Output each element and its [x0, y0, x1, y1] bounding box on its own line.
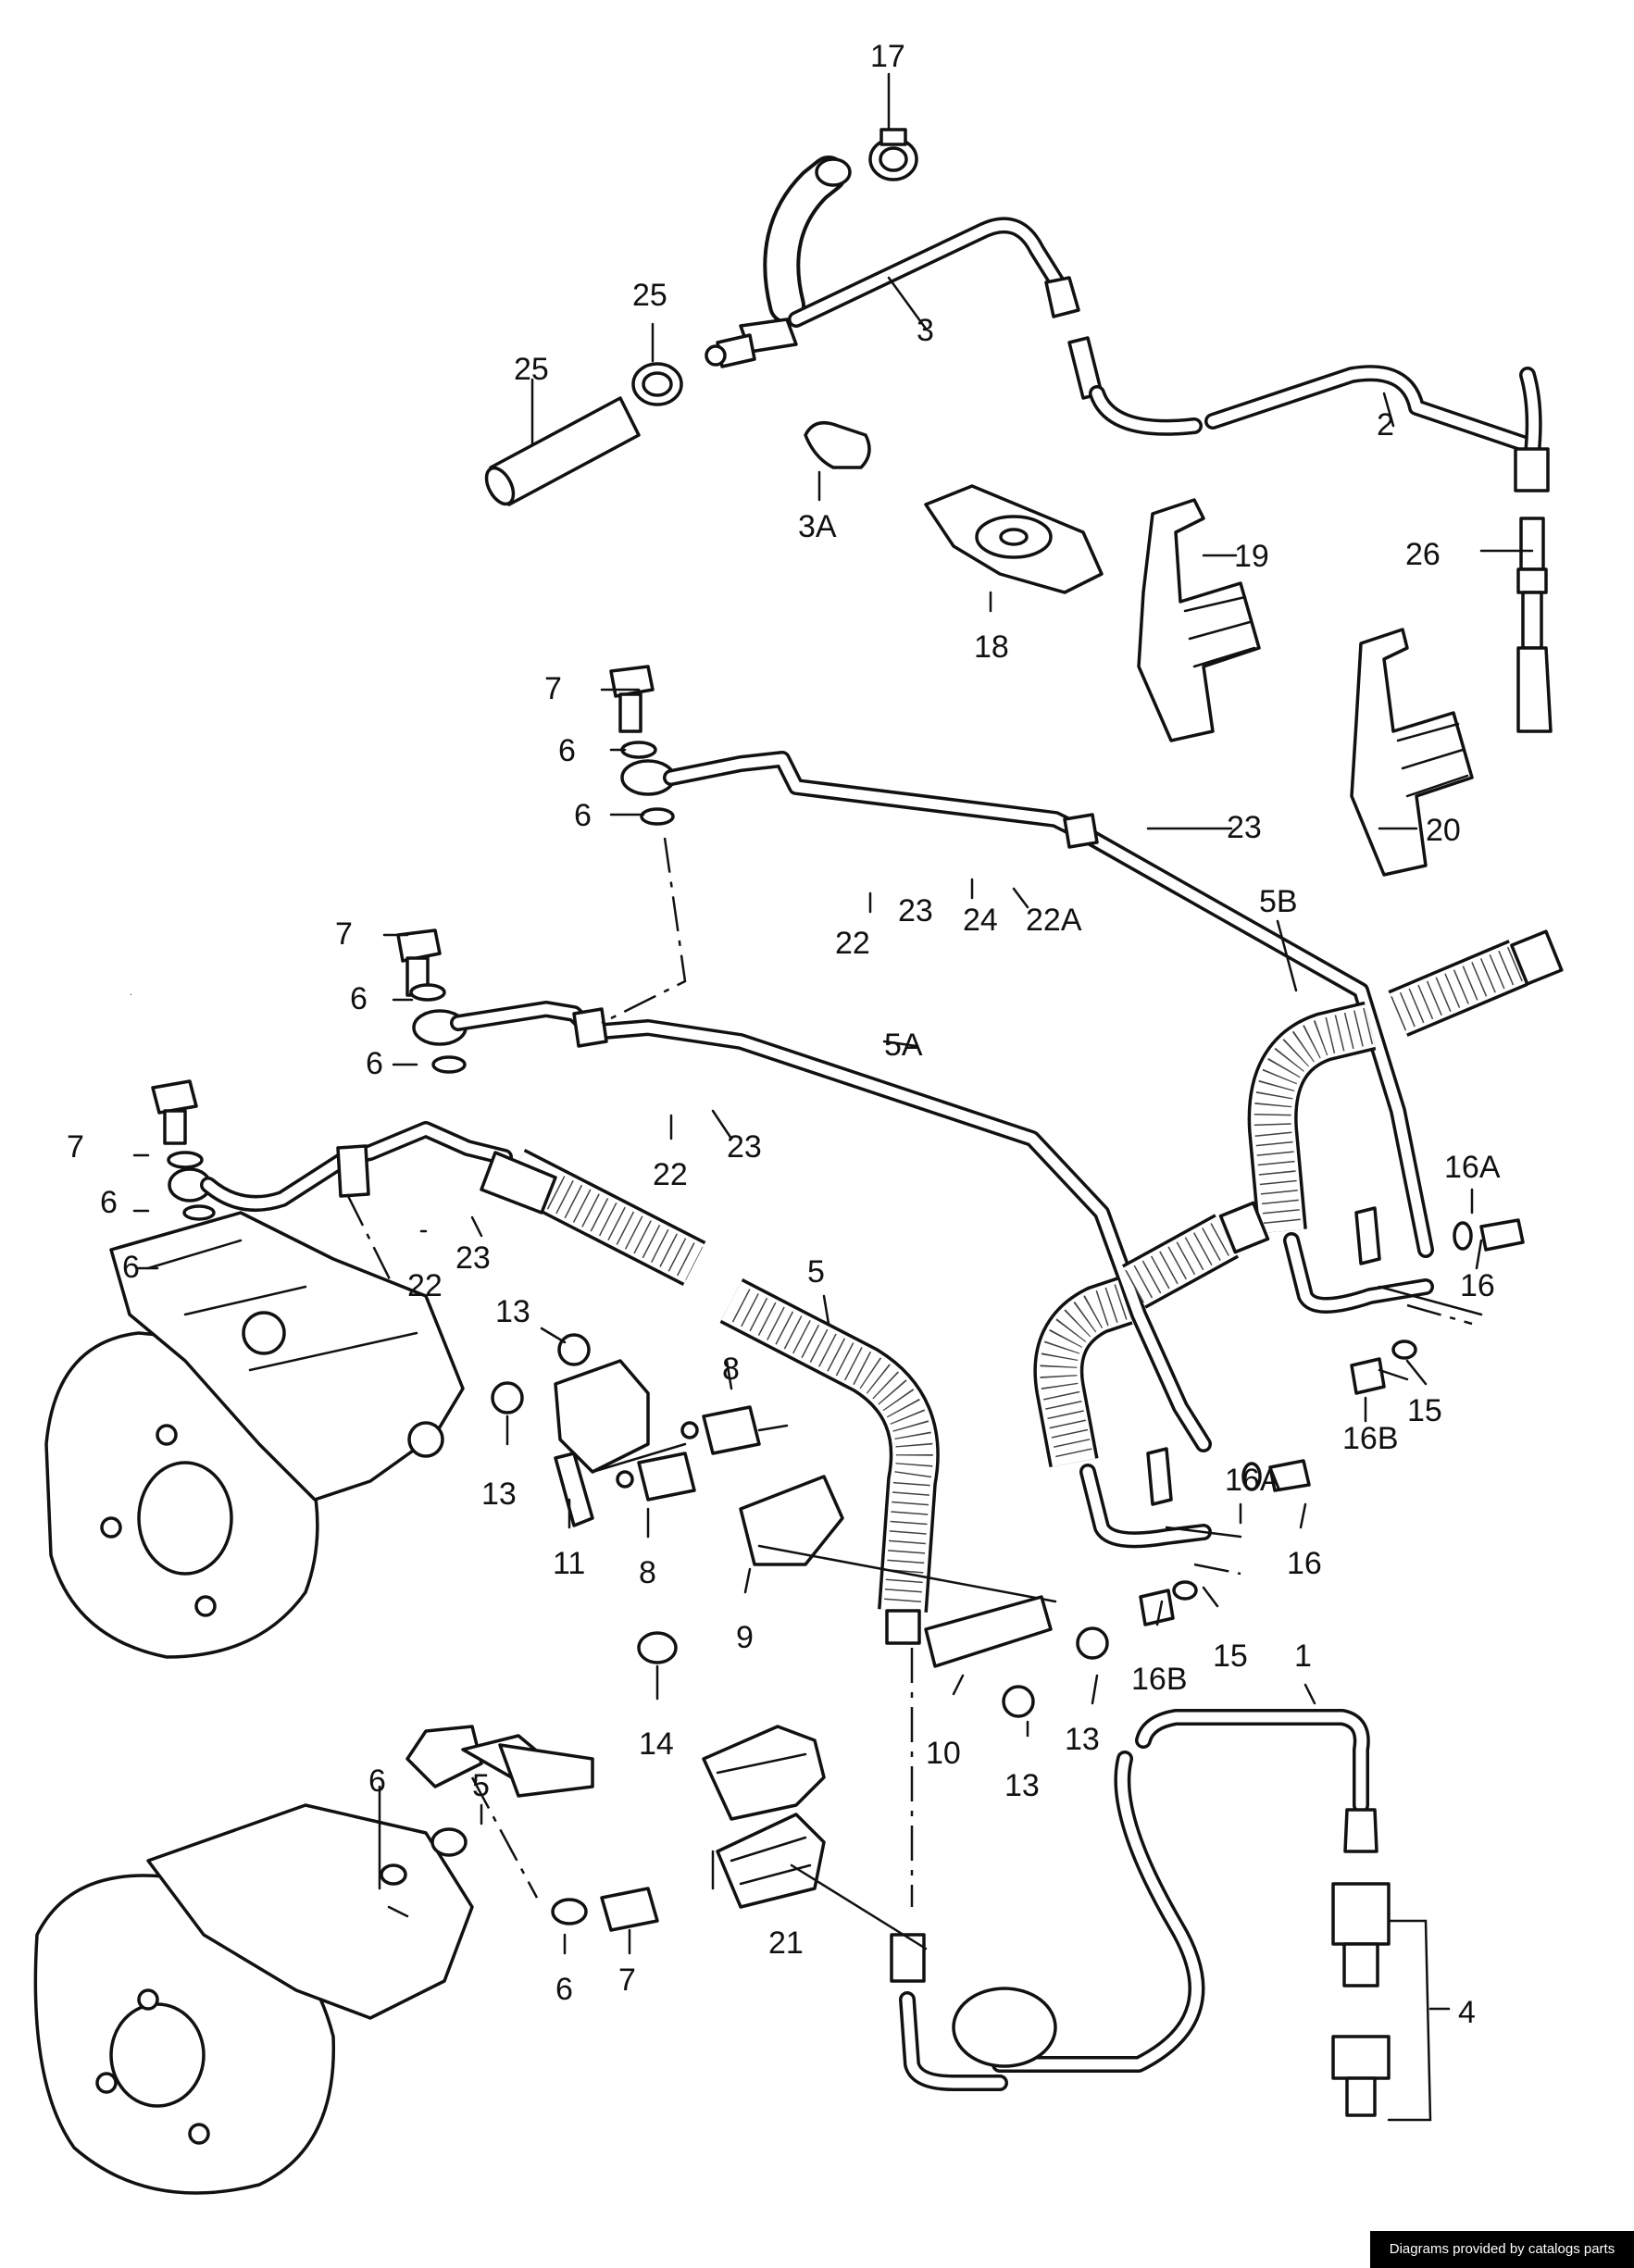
- supply-line-assembly: [890, 1709, 1451, 2122]
- callout-6-f: 6: [122, 1250, 140, 1285]
- callout-4: 4: [1458, 1995, 1476, 2030]
- callout-6-c: 6: [350, 981, 368, 1016]
- callout-7-d: 7: [618, 1963, 636, 1998]
- callout-2: 2: [1377, 407, 1394, 442]
- callout-6-a: 6: [558, 733, 576, 768]
- callout-11: 11: [553, 1546, 585, 1581]
- callout-25-upper: 25: [632, 278, 667, 313]
- callout-13-b: 13: [481, 1477, 517, 1512]
- callout-23-d: 23: [455, 1240, 491, 1276]
- callout-3A: 3A: [798, 509, 837, 544]
- callout-9: 9: [736, 1620, 754, 1655]
- callout-16A-b: 16A: [1225, 1463, 1281, 1498]
- callout-22-c: 22: [407, 1268, 443, 1303]
- sensor-bracket-assembly: [491, 1333, 1109, 1821]
- power-steering-pump-upper: [44, 1211, 465, 1659]
- callout-5-b: 5: [472, 1768, 490, 1803]
- callout-10: 10: [926, 1736, 961, 1771]
- callout-16B-a: 16B: [1342, 1421, 1399, 1456]
- callout-13-a: 13: [495, 1294, 530, 1329]
- callout-8-b: 8: [639, 1555, 656, 1590]
- callout-22-b: 22: [653, 1157, 688, 1192]
- callout-24: 24: [963, 903, 998, 938]
- callout-17: 17: [870, 39, 905, 74]
- callout-13-d: 13: [1065, 1722, 1100, 1757]
- callout-18: 18: [974, 629, 1009, 665]
- power-steering-pump-lower: [33, 1725, 826, 2195]
- callout-6-h: 6: [555, 1972, 573, 2007]
- callout-3: 3: [917, 313, 934, 348]
- callout-16A-a: 16A: [1444, 1150, 1501, 1185]
- callout-25-hose: 25: [514, 352, 549, 387]
- callout-22A-a: 22A: [1026, 903, 1082, 938]
- callout-16B-b: 16B: [1131, 1662, 1188, 1697]
- callout-7-c: 7: [67, 1129, 84, 1165]
- callout-13-c: 13: [1004, 1768, 1040, 1803]
- callout-7-b: 7: [335, 916, 353, 952]
- callout-6-g: 6: [368, 1763, 386, 1799]
- pressure-line-assembly: [151, 665, 1564, 1907]
- callout-20: 20: [1426, 813, 1461, 848]
- callout-6-b: 6: [574, 798, 592, 833]
- callout-16-b: 16: [1287, 1546, 1322, 1581]
- callout-22-a: 22: [835, 926, 870, 961]
- callout-5-a: 5: [807, 1254, 825, 1290]
- callout-1: 1: [1294, 1639, 1312, 1674]
- callout-8-a: 8: [722, 1352, 740, 1387]
- callout-15-a: 15: [1407, 1393, 1442, 1428]
- callout-16-a: 16: [1460, 1268, 1495, 1303]
- svg-text:.: .: [130, 988, 132, 998]
- callout-7-a: 7: [544, 671, 562, 706]
- callout-19: 19: [1234, 539, 1269, 574]
- return-line-assembly: [484, 128, 1553, 877]
- callout-6-e: 6: [100, 1185, 118, 1220]
- credit-footer: Diagrams provided by catalogs parts: [1370, 2231, 1634, 2268]
- callout-21: 21: [768, 1925, 804, 1961]
- callout-23-c: 23: [727, 1129, 762, 1165]
- callout-numbers: 17 25 25 3 2 3A 18 19 26 20 7 6 6 23 23 …: [67, 39, 1501, 2030]
- callout-23-a: 23: [1227, 810, 1262, 845]
- callout-5A: 5A: [884, 1028, 923, 1063]
- leader-lines: [132, 72, 1534, 1955]
- callout-15-b: 15: [1213, 1639, 1248, 1674]
- callout-26: 26: [1405, 537, 1441, 572]
- callout-5B: 5B: [1259, 884, 1298, 919]
- callout-23-b: 23: [898, 893, 933, 928]
- callout-6-d: 6: [366, 1046, 383, 1081]
- callout-14: 14: [639, 1726, 674, 1762]
